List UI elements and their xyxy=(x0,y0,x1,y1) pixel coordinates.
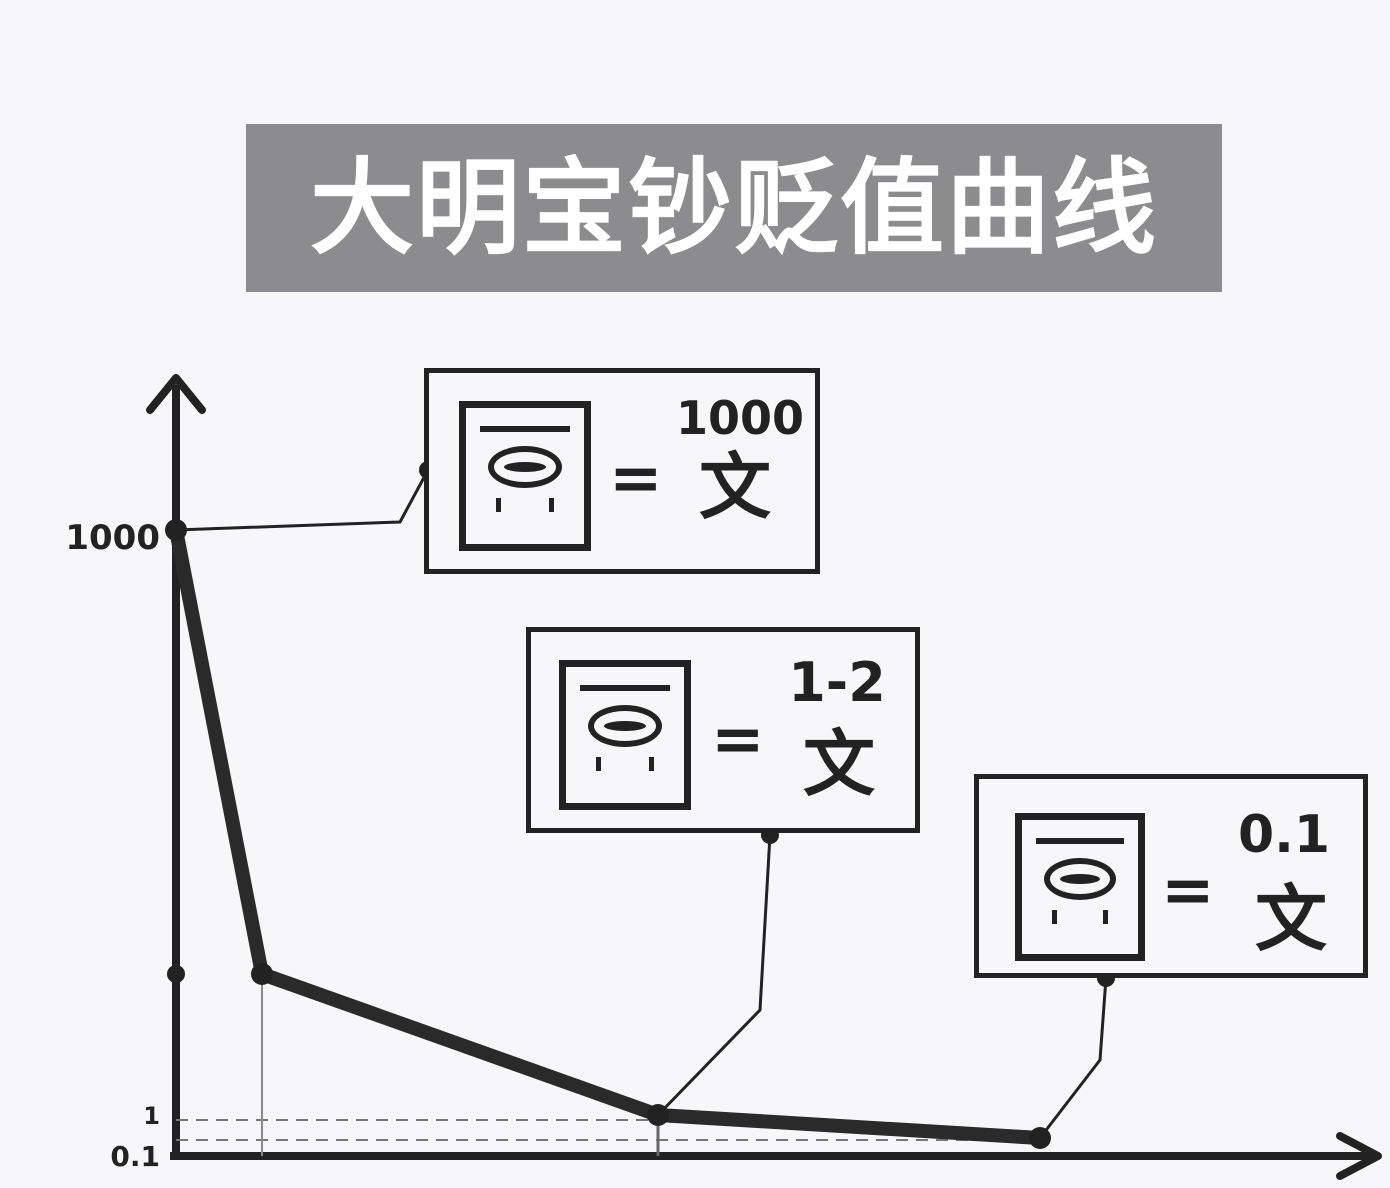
chart-title: 大明宝钞贬值曲线 xyxy=(309,147,1158,269)
guan-note-icon xyxy=(559,660,691,810)
callout-1-2: = 1-2 文 xyxy=(526,627,920,833)
guan-note-icon xyxy=(459,401,591,551)
callout-0-1: = 0.1 文 xyxy=(974,774,1368,978)
currency-wen: 文 xyxy=(1255,877,1328,961)
y-axis-arrow xyxy=(146,374,206,414)
series-layer xyxy=(165,519,1051,1149)
currency-wen: 文 xyxy=(803,722,876,806)
data-point-0 xyxy=(165,519,187,541)
data-point-3 xyxy=(1029,1127,1051,1149)
x-axis-arrow xyxy=(1336,1132,1382,1180)
series-line xyxy=(169,523,1047,1145)
amount-1000: 1000 xyxy=(675,391,805,445)
equals-sign: = xyxy=(711,703,765,777)
y-tick-1000: 1000 xyxy=(65,518,160,558)
currency-wen: 文 xyxy=(699,445,772,529)
amount-0-1: 0.1 xyxy=(1237,805,1331,865)
amount-1-2: 1-2 xyxy=(788,651,886,714)
y-tick-1: 1 xyxy=(143,1102,160,1130)
connector-1 xyxy=(175,469,430,532)
connector-3 xyxy=(1038,977,1108,1139)
y-axis-dot xyxy=(167,965,185,983)
callout-1000: = 1000 文 xyxy=(424,368,820,574)
equals-sign: = xyxy=(1161,854,1215,928)
y-tick-0-1: 0.1 xyxy=(110,1140,160,1173)
data-point-1 xyxy=(251,963,273,985)
guan-note-icon xyxy=(1015,813,1145,961)
data-point-2 xyxy=(647,1104,669,1126)
title-banner: 大明宝钞贬值曲线 xyxy=(246,124,1222,292)
connector-2 xyxy=(656,834,772,1117)
equals-sign: = xyxy=(609,442,663,516)
